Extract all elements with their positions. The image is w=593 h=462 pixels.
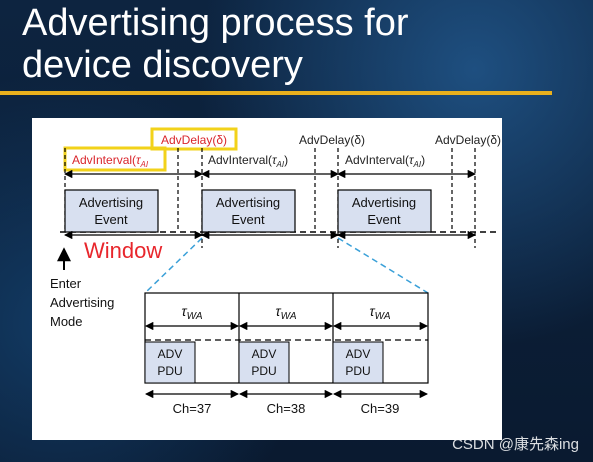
tau-wa-tau-2: τ bbox=[275, 303, 281, 319]
adv-delay-label-1: AdvDelay(δ) bbox=[161, 133, 227, 147]
tau-wa-label-1: τWA bbox=[181, 303, 203, 322]
pdu-1-line1: ADV bbox=[158, 347, 183, 361]
advertising-label: Advertising bbox=[50, 295, 114, 310]
ai-subscript-3: AI bbox=[413, 160, 422, 169]
event-2-line1: Advertising bbox=[216, 195, 280, 210]
channel-label-39: Ch=39 bbox=[361, 401, 400, 416]
ai-subscript-1: AI bbox=[140, 160, 149, 169]
close-paren-3: ) bbox=[421, 153, 425, 167]
adv-delay-highlight-box bbox=[150, 127, 238, 151]
advertising-event-box-1 bbox=[64, 189, 159, 233]
slide-title: Advertising process for device discovery bbox=[22, 2, 409, 86]
event-1-line2: Event bbox=[94, 212, 128, 227]
adv-interval-label-2: AdvInterval(τAI) bbox=[208, 153, 288, 169]
event-2-line2: Event bbox=[231, 212, 265, 227]
zoom-line-right bbox=[337, 237, 429, 294]
pdu-2-line1: ADV bbox=[252, 347, 277, 361]
tau-wa-label-3: τWA bbox=[369, 303, 391, 322]
pdu-1-line2: PDU bbox=[157, 364, 182, 378]
channel-label-37: Ch=37 bbox=[173, 401, 212, 416]
window-label: Window bbox=[84, 238, 162, 263]
csdn-watermark: CSDN @康先森ing bbox=[452, 436, 579, 453]
tau-wa-tau-3: τ bbox=[369, 303, 375, 319]
wa-subscript-3: WA bbox=[375, 311, 391, 322]
event-3-line1: Advertising bbox=[352, 195, 416, 210]
wa-subscript-1: WA bbox=[187, 311, 203, 322]
adv-pdu-box-2 bbox=[238, 341, 290, 384]
adv-interval-label-1: AdvInterval(τAI bbox=[72, 153, 149, 169]
tau-symbol-3: τ bbox=[409, 153, 415, 167]
ai-subscript-2: AI bbox=[276, 160, 285, 169]
tau-symbol-1: τ bbox=[136, 153, 142, 167]
adv-delay-label-2: AdvDelay(δ) bbox=[299, 133, 365, 147]
diagram-panel: AdvDelay(δ) AdvInterval(τAI AdvDelay(δ) … bbox=[32, 118, 502, 440]
pdu-3-line1: ADV bbox=[346, 347, 371, 361]
zoom-line-left bbox=[144, 237, 203, 294]
adv-interval-label-1-text: AdvInterval( bbox=[72, 153, 136, 167]
event-1-line1: Advertising bbox=[79, 195, 143, 210]
enter-label: Enter bbox=[50, 276, 82, 291]
mode-label: Mode bbox=[50, 314, 83, 329]
adv-pdu-box-1 bbox=[144, 341, 196, 384]
adv-interval-label-2-text: AdvInterval( bbox=[208, 153, 272, 167]
pdu-3-line2: PDU bbox=[345, 364, 370, 378]
wa-subscript-2: WA bbox=[281, 311, 297, 322]
pdu-2-line2: PDU bbox=[251, 364, 276, 378]
advertising-timing-diagram: AdvDelay(δ) AdvInterval(τAI AdvDelay(δ) … bbox=[50, 127, 501, 416]
advertising-event-box-3 bbox=[337, 189, 432, 233]
tau-wa-tau-1: τ bbox=[181, 303, 187, 319]
tau-wa-label-2: τWA bbox=[275, 303, 297, 322]
adv-interval-label-3-text: AdvInterval( bbox=[345, 153, 409, 167]
tau-symbol-2: τ bbox=[272, 153, 278, 167]
title-underline bbox=[0, 91, 552, 95]
adv-delay-label-3: AdvDelay(δ) bbox=[435, 133, 501, 147]
adv-pdu-box-3 bbox=[332, 341, 384, 384]
channel-label-38: Ch=38 bbox=[267, 401, 306, 416]
adv-interval-label-3: AdvInterval(τAI) bbox=[345, 153, 425, 169]
advertising-event-box-2 bbox=[201, 189, 296, 233]
close-paren-2: ) bbox=[284, 153, 288, 167]
event-3-line2: Event bbox=[367, 212, 401, 227]
